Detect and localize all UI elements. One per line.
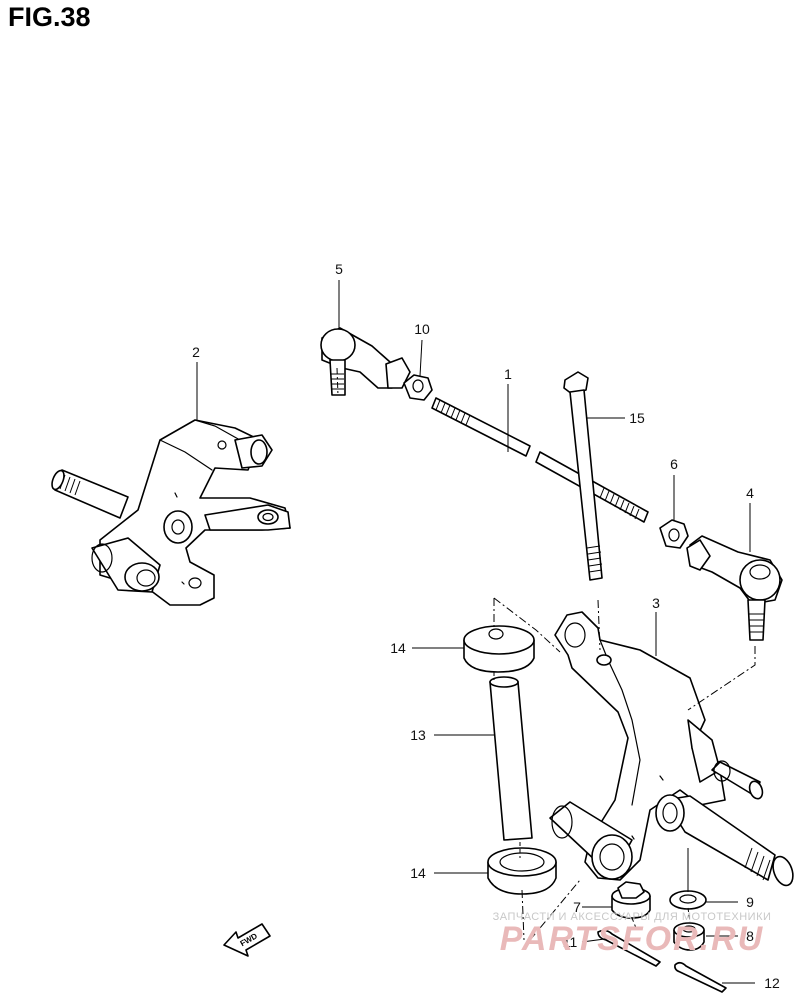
part-4-tie-rod-end	[686, 535, 783, 641]
part-15-bolt	[563, 371, 603, 581]
part-5-tie-rod-end	[320, 327, 411, 396]
part-14-bushing-upper	[463, 625, 535, 673]
watermark-caption: ЗАПЧАСТИ И АКСЕССУАРЫ ДЛЯ МОТОТЕХНИКИ	[493, 911, 772, 923]
part-3-steering-knuckle	[549, 611, 794, 887]
part-1-tie-rod	[431, 397, 649, 523]
leader-lines	[196, 280, 755, 984]
part-12-cotter-pin	[674, 961, 727, 993]
part-11-cotter-pin	[597, 929, 661, 967]
callout-12: 12	[764, 975, 780, 991]
callout-11: 11	[563, 934, 578, 950]
callout-14-lower: 14	[410, 865, 426, 881]
figure-title: FIG.38	[8, 2, 91, 32]
callout-4: 4	[746, 485, 754, 501]
callout-labels: 1 2 3 4 5 6 7 8 9 10 11 12 13 14 14 15	[192, 261, 780, 991]
part-13-sleeve	[489, 676, 533, 841]
callout-9: 9	[746, 894, 754, 910]
part-10-nut	[403, 374, 433, 401]
callout-6: 6	[670, 456, 678, 472]
part-2-steering-arm	[51, 419, 291, 606]
part-14-bushing-lower	[487, 847, 557, 895]
callout-14-upper: 14	[390, 640, 406, 656]
callout-13: 13	[410, 727, 426, 743]
callout-1: 1	[504, 366, 512, 382]
fwd-arrow-icon: FWD	[223, 923, 271, 957]
callout-5: 5	[335, 261, 343, 277]
callout-15: 15	[629, 410, 645, 426]
watermark: ЗАПЧАСТИ И АКСЕССУАРЫ ДЛЯ МОТОТЕХНИКИ PA…	[493, 911, 772, 958]
part-9-washer	[669, 890, 707, 910]
callout-10: 10	[414, 321, 430, 337]
watermark-brand: PARTSFOR.RU	[500, 920, 764, 958]
part-8-castle-nut	[673, 922, 705, 951]
callout-3: 3	[652, 595, 660, 611]
part-7-flange-nut	[611, 881, 651, 919]
callout-8: 8	[746, 928, 754, 944]
assembly-guide-lines	[336, 367, 756, 941]
callout-7: 7	[573, 899, 581, 915]
part-6-nut	[659, 519, 689, 549]
callout-2: 2	[192, 344, 200, 360]
